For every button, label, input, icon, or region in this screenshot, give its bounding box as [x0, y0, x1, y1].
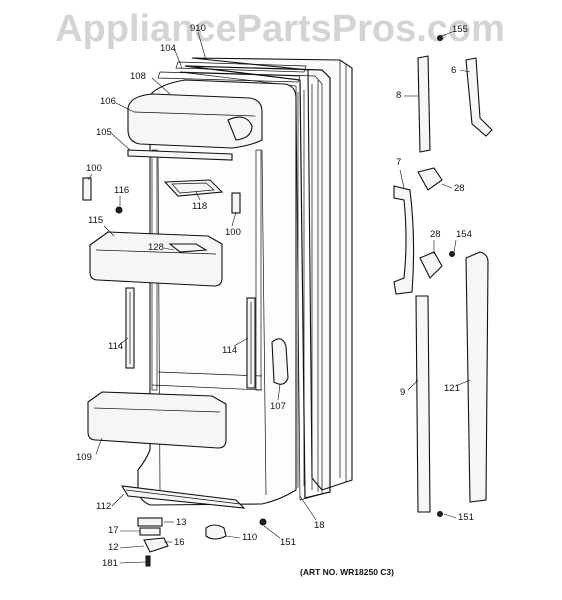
- handle-7: [393, 185, 415, 295]
- watermark: AppliancePartsPros.com: [55, 8, 505, 50]
- callout-114-right: 114: [222, 345, 238, 356]
- strip-105: [127, 149, 233, 161]
- callout-109: 109: [76, 452, 92, 463]
- rail-114-right: [246, 297, 256, 389]
- dairy-tray: [163, 179, 224, 197]
- callout-110: 110: [242, 532, 258, 543]
- top-trim: [157, 61, 307, 83]
- callout-106: 106: [100, 96, 116, 107]
- callout-105: 105: [96, 127, 112, 138]
- bracket-28-lower: [419, 251, 443, 279]
- callout-100-left: 100: [86, 163, 102, 174]
- handle-strip-8: [417, 55, 431, 153]
- clips: [82, 177, 241, 214]
- bottom-trim-112: [120, 485, 246, 509]
- callout-104: 104: [160, 43, 176, 54]
- callout-151-right: 151: [458, 512, 474, 523]
- handle-trim-6: [465, 57, 493, 137]
- callout-107: 107: [270, 401, 286, 412]
- callout-13: 13: [176, 517, 187, 528]
- callout-100-right: 100: [225, 227, 241, 238]
- callout-181: 181: [102, 558, 118, 569]
- liner-edge-holes: [297, 90, 305, 488]
- callout-155: 155: [452, 24, 468, 35]
- callout-28-lower: 28: [430, 229, 441, 240]
- callout-17: 17: [108, 525, 119, 536]
- rail-114-left: [125, 287, 135, 369]
- callout-112: 112: [96, 501, 112, 512]
- callout-18: 18: [314, 520, 325, 531]
- callout-108: 108: [130, 71, 146, 82]
- callout-116: 116: [114, 185, 130, 196]
- top-cover: [127, 93, 263, 149]
- bracket-28-upper: [417, 167, 443, 191]
- callout-7: 7: [396, 157, 402, 168]
- leader-lines: [87, 31, 471, 564]
- screw-155: [437, 35, 443, 41]
- art-number-caption: (ART NO. WR18250 C3): [300, 567, 394, 577]
- callout-118: 118: [192, 201, 208, 212]
- callout-8: 8: [396, 90, 402, 101]
- small-parts: [137, 517, 267, 567]
- callout-9: 9: [400, 387, 406, 398]
- callout-115: 115: [88, 215, 104, 226]
- callout-114-left: 114: [108, 341, 124, 352]
- hinge-cover-107: [271, 338, 289, 385]
- screw-154: [449, 251, 455, 257]
- trim-121: [465, 251, 489, 503]
- callout-28-upper: 28: [454, 183, 465, 194]
- callout-151-left: 151: [280, 537, 296, 548]
- door-gasket: [179, 65, 331, 501]
- callout-16: 16: [174, 537, 185, 548]
- trim-strip-9: [415, 295, 431, 513]
- callout-154: 154: [456, 229, 472, 240]
- callout-121: 121: [444, 383, 460, 394]
- bin-109: [87, 391, 227, 449]
- callout-12: 12: [108, 542, 119, 553]
- bin-115: [89, 231, 223, 287]
- callout-910: 910: [190, 23, 206, 34]
- callout-128: 128: [148, 242, 164, 253]
- callout-6: 6: [451, 65, 457, 76]
- screw-151-right: [437, 511, 443, 517]
